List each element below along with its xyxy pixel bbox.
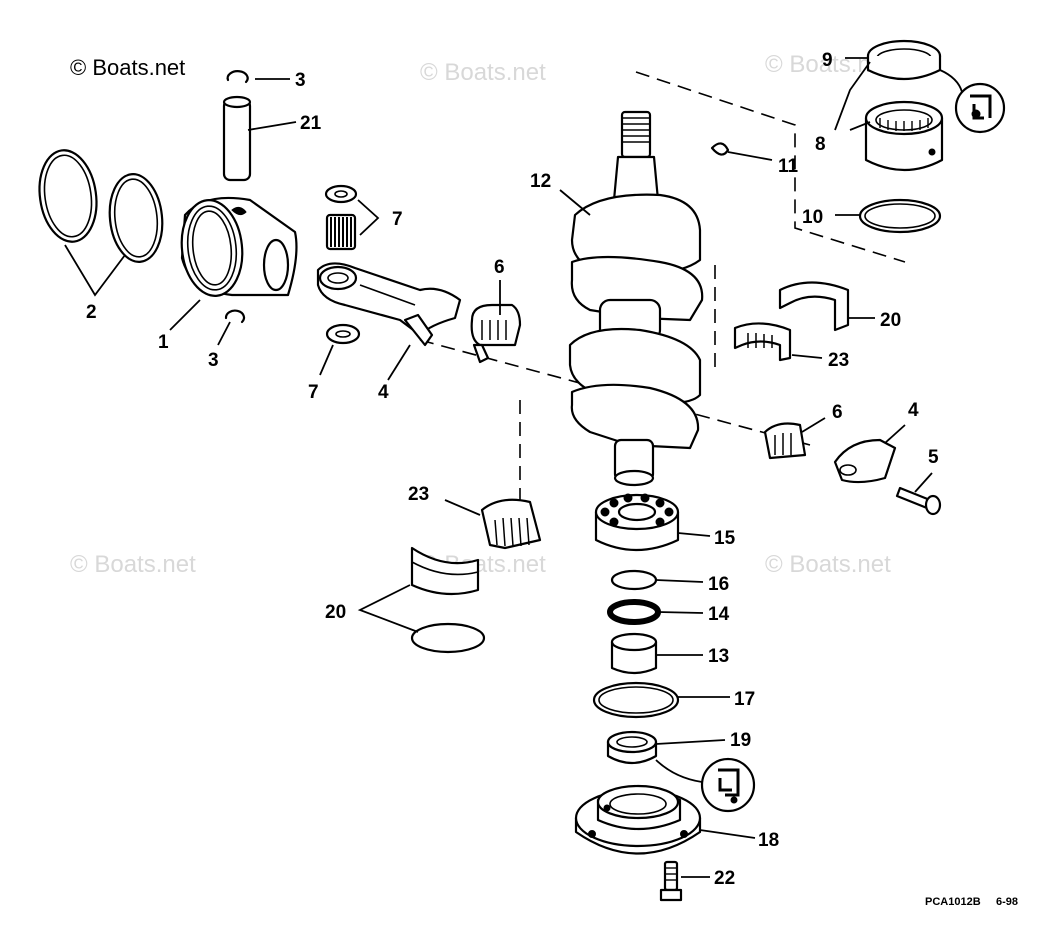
callout-3: 3 xyxy=(295,70,306,91)
sleeve xyxy=(610,632,658,675)
piston xyxy=(180,196,298,297)
callout-21: 21 xyxy=(300,113,322,134)
callout-14: 14 xyxy=(708,604,730,625)
piston-rings xyxy=(38,149,164,263)
thrust-washer-lower xyxy=(325,323,361,345)
callout-8: 8 xyxy=(815,134,826,155)
callout-22: 22 xyxy=(714,868,735,889)
piston-pin xyxy=(222,95,252,182)
callout-11: 11 xyxy=(778,156,799,177)
watermark: © Boats.net xyxy=(765,551,891,578)
callout-3: 3 xyxy=(208,350,219,371)
leader-lines xyxy=(64,57,963,878)
retaining-clip-bottom xyxy=(224,309,246,324)
bearing-housing xyxy=(574,784,702,855)
callout-7: 7 xyxy=(308,382,319,403)
o-ring-bottom xyxy=(592,681,680,719)
callout-2: 2 xyxy=(86,302,97,323)
bearing-cage-lower xyxy=(763,422,807,460)
callout-12: 12 xyxy=(530,171,551,192)
bottom-seal xyxy=(606,730,658,765)
callout-labels: 3 21 2 1 3 7 7 4 6 12 11 9 8 10 20 23 6 … xyxy=(86,50,939,889)
sealer-icon xyxy=(700,757,756,813)
rod-cap xyxy=(833,438,897,484)
callout-6: 6 xyxy=(832,402,843,423)
callout-4: 4 xyxy=(908,400,919,421)
callout-19: 19 xyxy=(730,730,751,751)
retaining-ring xyxy=(610,569,658,591)
bearing-cage-left xyxy=(480,498,542,550)
diagram-code: PCA1012B xyxy=(925,896,981,908)
callout-23: 23 xyxy=(828,350,849,371)
housing-screw xyxy=(659,860,683,902)
bearing-race-half-left xyxy=(410,546,480,596)
callout-23: 23 xyxy=(408,484,429,505)
top-seal xyxy=(866,39,942,80)
needle-bearing-upper xyxy=(324,184,358,251)
callout-17: 17 xyxy=(734,689,755,710)
watermark-main: © Boats.net xyxy=(70,55,185,80)
callout-18: 18 xyxy=(758,830,779,851)
callout-7: 7 xyxy=(392,209,403,230)
callout-20: 20 xyxy=(880,310,901,331)
lubricant-icon xyxy=(954,82,1006,134)
woodruff-key xyxy=(710,142,730,156)
bearing-cage-upper xyxy=(470,303,522,364)
oil-seal xyxy=(607,599,661,625)
callout-5: 5 xyxy=(928,447,939,468)
callout-20: 20 xyxy=(325,602,346,623)
bearing-cage-right xyxy=(733,322,792,362)
callout-4: 4 xyxy=(378,382,389,403)
bearing-race-half-right xyxy=(778,281,850,332)
retaining-ring-left xyxy=(410,622,486,654)
diagram-date: 6-98 xyxy=(996,896,1018,908)
callout-15: 15 xyxy=(714,528,736,549)
ball-bearing xyxy=(594,493,680,552)
callout-13: 13 xyxy=(708,646,729,667)
callout-10: 10 xyxy=(802,207,823,228)
connecting-rod xyxy=(316,262,462,347)
callout-16: 16 xyxy=(708,574,729,595)
watermark: © Boats.net xyxy=(70,551,196,578)
callout-1: 1 xyxy=(158,332,169,353)
callout-6: 6 xyxy=(494,257,505,278)
top-needle-bearing xyxy=(864,100,944,172)
o-ring-top xyxy=(858,198,942,234)
rod-cap-screw xyxy=(895,486,942,516)
retaining-clip-top xyxy=(226,70,249,84)
callout-9: 9 xyxy=(822,50,833,71)
watermark: © Boats.net xyxy=(420,59,546,86)
crankshaft xyxy=(568,110,704,487)
